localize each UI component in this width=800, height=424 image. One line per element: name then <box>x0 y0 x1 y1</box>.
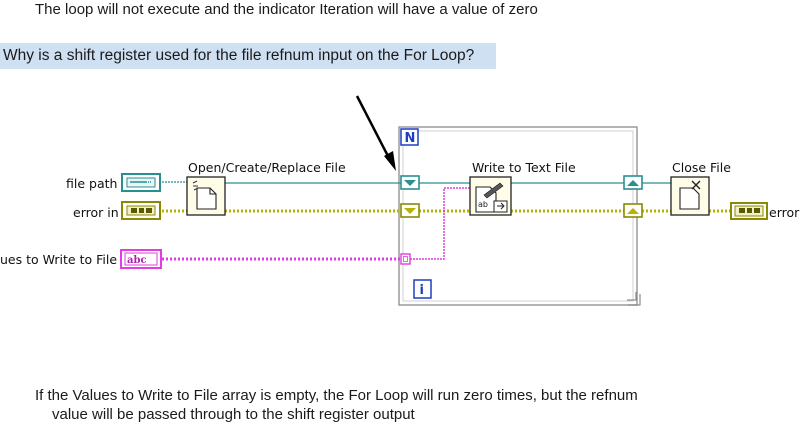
file-path-label: file path <box>66 176 117 191</box>
file-path-control[interactable]: file path <box>66 173 161 192</box>
refnum-wire <box>162 181 672 184</box>
question-text: Why is a shift register used for the fil… <box>0 43 496 69</box>
loop-count-label: N <box>405 131 416 146</box>
open-create-replace-file-node[interactable]: Open/Create/Replace File <box>186 160 346 216</box>
shift-register-left-error[interactable] <box>400 203 420 218</box>
loop-count-terminal[interactable]: N <box>400 128 419 146</box>
string-array-wire <box>162 187 471 261</box>
pointer-arrow <box>355 95 396 171</box>
answer-option-text: The loop will not execute and the indica… <box>35 1 538 18</box>
write-node-label: Write to Text File <box>472 160 576 175</box>
shift-register-left-refnum[interactable] <box>400 175 420 190</box>
error-out-label: error <box>769 205 800 220</box>
close-file-node[interactable]: Close File <box>670 160 731 216</box>
values-to-write-control[interactable]: ues to Write to File abc <box>0 249 162 269</box>
labview-block-diagram: N i file path error in <box>0 95 800 306</box>
for-loop-structure[interactable] <box>398 126 641 306</box>
string-glyph: abc <box>127 255 147 266</box>
loop-iteration-label: i <box>420 283 424 298</box>
error-out-indicator[interactable]: error <box>730 202 800 220</box>
answer-option-text: If the Values to Write to File array is … <box>35 387 638 404</box>
close-node-label: Close File <box>672 160 731 175</box>
auto-index-tunnel[interactable] <box>400 253 411 265</box>
shift-register-right-error[interactable] <box>623 203 643 218</box>
shift-register-right-refnum[interactable] <box>623 175 643 190</box>
open-node-label: Open/Create/Replace File <box>188 160 346 175</box>
error-in-control[interactable]: error in <box>73 201 161 220</box>
loop-iteration-terminal[interactable]: i <box>413 279 432 299</box>
answer-option-text-continued: value will be passed through to the shif… <box>52 406 415 423</box>
svg-text:ab: ab <box>478 200 488 209</box>
error-in-label: error in <box>73 205 119 220</box>
write-to-text-file-node[interactable]: Write to Text File ab <box>469 160 576 216</box>
values-to-write-label: ues to Write to File <box>0 252 117 267</box>
